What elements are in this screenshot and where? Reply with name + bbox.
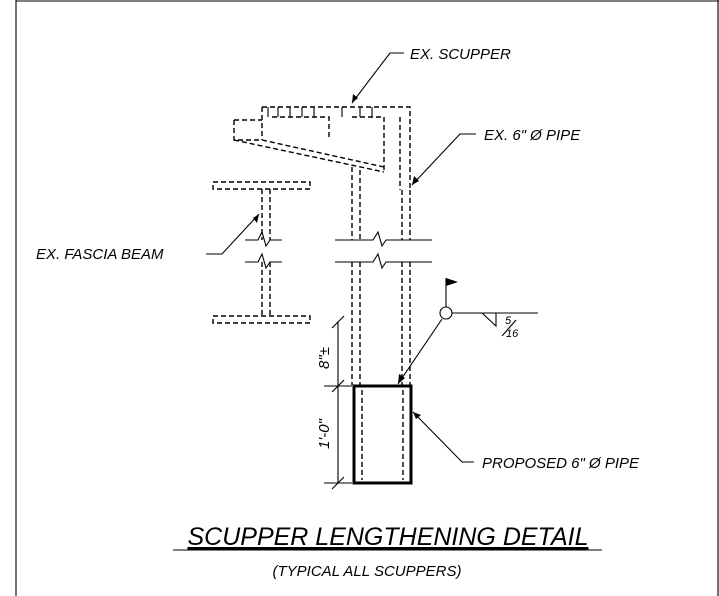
existing-fascia-beam <box>212 181 311 324</box>
weld-size-denominator: 16 <box>506 328 519 340</box>
sheet-border <box>15 0 719 596</box>
ex-pipe-label: EX. 6" Ø PIPE <box>484 127 581 144</box>
dimension-lower: 1'-0" <box>316 418 333 449</box>
existing-scupper <box>233 106 411 190</box>
proposed-pipe-label: PROPOSED 6" Ø PIPE <box>482 455 640 472</box>
proposed-pipe <box>352 384 413 485</box>
detail-title: SCUPPER LENGTHENING DETAIL <box>187 523 588 551</box>
ex-scupper-label: EX. SCUPPER <box>410 46 511 63</box>
leader-lines <box>206 52 476 463</box>
weld-symbol: 5 16 <box>397 278 538 385</box>
existing-pipe <box>335 167 432 385</box>
detail-subtitle: (TYPICAL ALL SCUPPERS) <box>273 563 462 580</box>
dimension-upper: 8"± <box>316 347 333 369</box>
weld-size-numerator: 5 <box>505 315 512 327</box>
dimension-line <box>324 315 352 490</box>
ex-fascia-beam-label: EX. FASCIA BEAM <box>36 246 164 263</box>
